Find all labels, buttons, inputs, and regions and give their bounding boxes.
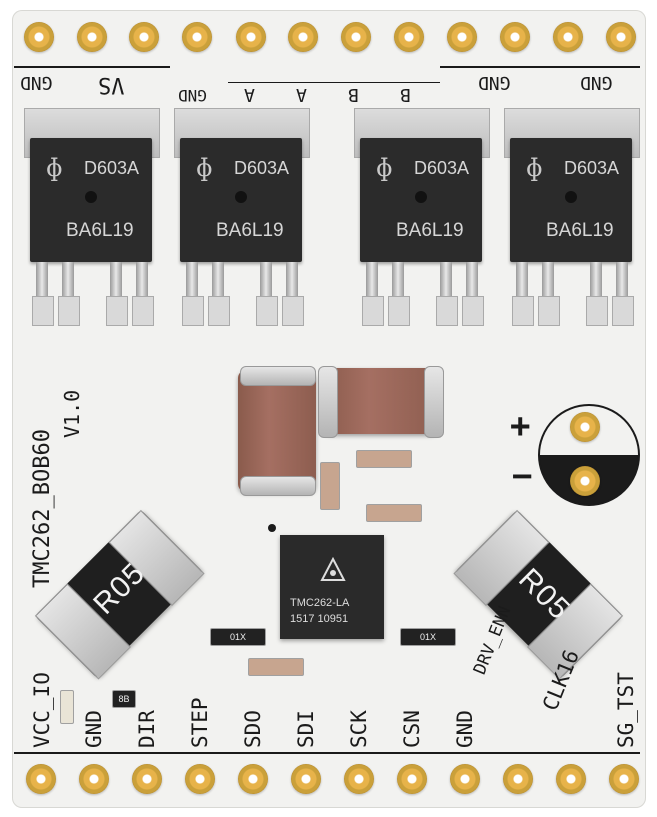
label-vcc-io: VCC_IO: [30, 672, 54, 748]
smd-capacitor: [356, 450, 412, 468]
pin1-dot: [565, 191, 577, 203]
top-pad: [288, 22, 318, 52]
capacitor: [238, 370, 316, 492]
label-csn: CSN: [400, 710, 424, 748]
ic-pin1-dot: [268, 524, 276, 532]
mosfet-marking-bottom: BA6L19: [396, 220, 464, 241]
top-silk-line: [440, 66, 640, 68]
top-pad: [129, 22, 159, 52]
bottom-pad: [450, 764, 480, 794]
top-pad: [606, 22, 636, 52]
label-sg-tst: SG_TST: [614, 672, 638, 748]
top-pad: [24, 22, 54, 52]
bottom-pad: [344, 764, 374, 794]
label-gnd-left: GND: [20, 72, 53, 93]
driver-ic: TMC262-LA 1517 10951: [280, 535, 384, 639]
label-a2: A: [296, 84, 307, 105]
top-pad: [553, 22, 583, 52]
bottom-silk-line: [14, 752, 640, 754]
manufacturer-logo-icon: ɸ: [46, 154, 63, 182]
status-led: [60, 690, 74, 724]
smd-resistor: 01X: [210, 628, 266, 646]
label-vs: VS: [98, 72, 125, 97]
mosfet-2: ɸ D603A BA6L19: [174, 108, 310, 338]
label-gnd-right1: GND: [478, 72, 511, 93]
bottom-pad: [238, 764, 268, 794]
mosfet-marking-bottom: BA6L19: [546, 220, 614, 241]
mosfet-marking-top: D603A: [234, 158, 290, 178]
top-pad: [182, 22, 212, 52]
mosfet-4: ɸ D603A BA6L19: [504, 108, 640, 338]
top-pad: [341, 22, 371, 52]
label-a1: A: [244, 84, 255, 105]
smd-resistor: 01X: [400, 628, 456, 646]
top-pad: [500, 22, 530, 52]
label-sck: SCK: [347, 710, 371, 748]
pin1-dot: [415, 191, 427, 203]
board-name: TMC262_BOB60: [30, 429, 55, 588]
bottom-pad: [79, 764, 109, 794]
smd-capacitor: [248, 658, 304, 676]
bottom-pad: [132, 764, 162, 794]
power-pad-plus: [570, 412, 600, 442]
manufacturer-logo-icon: ɸ: [196, 154, 213, 182]
bottom-pad: [503, 764, 533, 794]
cap-terminal: [240, 366, 316, 386]
top-silk-line: [14, 66, 170, 68]
smd-capacitor: [320, 462, 340, 510]
cap-terminal: [240, 476, 316, 496]
label-gnd-a: GND: [178, 86, 207, 105]
mosfet-body: ɸ D603A BA6L19: [30, 138, 152, 262]
manufacturer-logo-icon: ɸ: [376, 154, 393, 182]
mosfet-marking-bottom: BA6L19: [216, 220, 284, 241]
mosfet-3: ɸ D603A BA6L19: [354, 108, 490, 338]
ic-code: 1517 10951: [290, 613, 349, 625]
board-version: V1.0: [60, 389, 84, 438]
label-step: STEP: [188, 697, 212, 748]
ic-name: TMC262-LA: [290, 597, 350, 609]
trinamic-logo-icon: [320, 557, 346, 581]
mosfet-marking-top: D603A: [84, 158, 140, 178]
label-dir: DIR: [135, 710, 159, 748]
mosfet-body: ɸ D603A BA6L19: [510, 138, 632, 262]
bottom-pad: [185, 764, 215, 794]
bottom-pad: [397, 764, 427, 794]
manufacturer-logo-icon: ɸ: [526, 154, 543, 182]
label-b1: B: [348, 84, 359, 105]
top-pad: [236, 22, 266, 52]
mosfet-body: ɸ D603A BA6L19: [360, 138, 482, 262]
label-gnd-1: GND: [82, 710, 106, 748]
bottom-pad: [556, 764, 586, 794]
bottom-pad: [291, 764, 321, 794]
capacitor: [322, 368, 440, 434]
pin1-dot: [85, 191, 97, 203]
mosfet-marking-top: D603A: [414, 158, 470, 178]
top-pad: [394, 22, 424, 52]
bottom-pad: [609, 764, 639, 794]
label-gnd-2: GND: [453, 710, 477, 748]
label-sdi: SDI: [294, 710, 318, 748]
led-part: 8B: [112, 690, 136, 708]
polarity-plus: +: [510, 406, 531, 446]
bottom-pad: [26, 764, 56, 794]
mosfet-marking-top: D603A: [564, 158, 620, 178]
top-pad: [447, 22, 477, 52]
mosfet-body: ɸ D603A BA6L19: [180, 138, 302, 262]
label-gnd-right2: GND: [580, 72, 613, 93]
cap-terminal: [318, 366, 338, 438]
smd-capacitor: [366, 504, 422, 522]
cap-terminal: [424, 366, 444, 438]
polarity-minus: −: [512, 456, 533, 496]
label-b2: B: [400, 84, 411, 105]
pin1-dot: [235, 191, 247, 203]
top-pad: [77, 22, 107, 52]
mosfet-marking-bottom: BA6L19: [66, 220, 134, 241]
label-sdo: SDO: [241, 710, 265, 748]
power-pad-minus: [570, 466, 600, 496]
top-silk-line: [228, 82, 440, 83]
mosfet-1: ɸ D603A BA6L19: [24, 108, 160, 338]
